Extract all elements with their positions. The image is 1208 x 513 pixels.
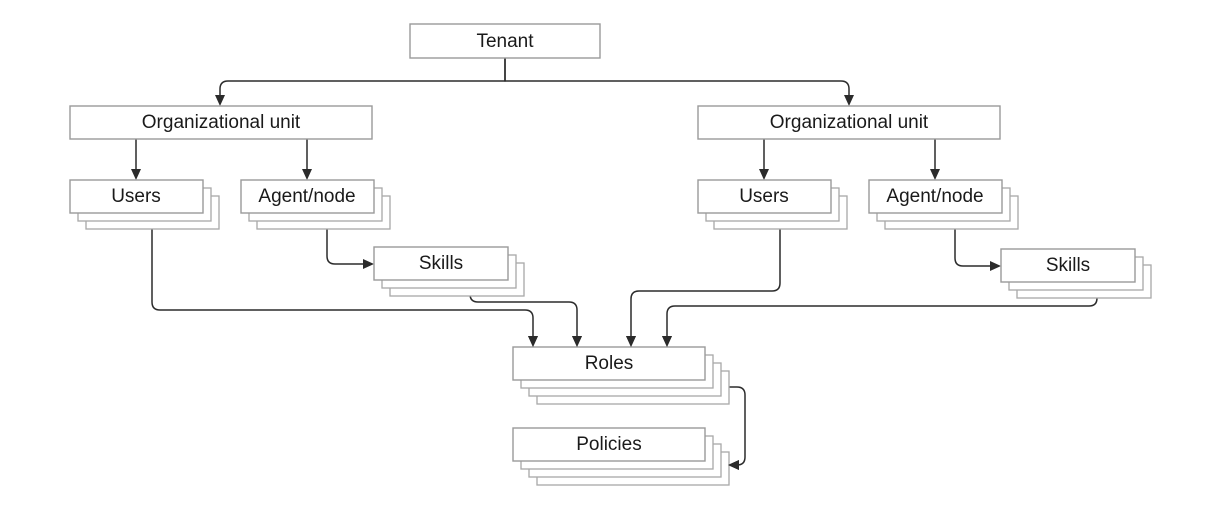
roles-box[interactable] xyxy=(512,346,706,381)
ou-right-label: Organizational unit xyxy=(770,112,929,133)
edge-ou-left-to-agent-left xyxy=(302,139,312,180)
arrowhead-icon xyxy=(572,336,582,347)
edge-tenant-to-ou-left xyxy=(215,58,506,106)
edge-skills-right-to-roles xyxy=(662,297,1098,347)
arrowhead-icon xyxy=(528,336,538,347)
ou-right-box[interactable] xyxy=(697,105,1001,140)
arrowhead-icon xyxy=(930,169,940,180)
node-agent-left[interactable]: Agent/node xyxy=(240,179,391,230)
arrowhead-icon xyxy=(759,169,769,180)
edge-tenant-to-ou-right xyxy=(504,58,854,106)
skills-left-label: Skills xyxy=(419,253,463,274)
edge-agent-left-to-skills-left xyxy=(326,229,374,269)
users-right-label: Users xyxy=(739,186,789,207)
skills-right-box[interactable] xyxy=(1000,248,1136,283)
arrowhead-icon xyxy=(215,95,225,106)
arrowhead-icon xyxy=(990,261,1001,271)
users-left-box[interactable] xyxy=(69,179,204,214)
edge-ou-right-to-agent-right xyxy=(930,139,940,180)
arrowhead-icon xyxy=(662,336,672,347)
policies-label: Policies xyxy=(576,434,641,455)
ou-left-label: Organizational unit xyxy=(142,112,301,133)
edge-agent-right-to-skills-right xyxy=(954,229,1001,271)
edge-users-right-to-roles xyxy=(626,229,781,347)
node-organizational-unit-left[interactable]: Organizational unit xyxy=(69,105,373,140)
agent-left-label: Agent/node xyxy=(258,186,355,207)
node-skills-right[interactable]: Skills xyxy=(1000,248,1152,299)
arrowhead-icon xyxy=(131,169,141,180)
arrowhead-icon xyxy=(363,259,374,269)
roles-label: Roles xyxy=(585,353,634,374)
users-right-box[interactable] xyxy=(697,179,832,214)
tenant-box[interactable] xyxy=(409,23,601,59)
node-organizational-unit-right[interactable]: Organizational unit xyxy=(697,105,1001,140)
edge-overlay-layer xyxy=(528,336,739,470)
node-agent-right[interactable]: Agent/node xyxy=(868,179,1019,230)
agent-right-box[interactable] xyxy=(868,179,1003,214)
skills-left-box[interactable] xyxy=(373,246,509,281)
tenant-label: Tenant xyxy=(476,31,534,52)
edge-skills-left-to-roles xyxy=(469,293,582,347)
arrowhead-icon xyxy=(728,460,739,470)
skills-right-label: Skills xyxy=(1046,255,1090,276)
users-left-label: Users xyxy=(111,186,161,207)
node-tenant[interactable]: Tenant xyxy=(409,23,601,59)
ou-left-box[interactable] xyxy=(69,105,373,140)
edge-ou-right-to-users-right xyxy=(759,139,769,180)
node-policies[interactable]: Policies xyxy=(512,427,730,486)
node-roles[interactable]: Roles xyxy=(512,346,730,405)
agent-left-box[interactable] xyxy=(240,179,375,214)
arrowhead-icon xyxy=(844,95,854,106)
arrowhead-icon xyxy=(302,169,312,180)
node-users-right[interactable]: Users xyxy=(697,179,848,230)
arrowhead-icon xyxy=(626,336,636,347)
edge-layer xyxy=(131,58,1098,470)
agent-right-label: Agent/node xyxy=(886,186,983,207)
edge-ou-left-to-users-left xyxy=(131,139,141,180)
node-skills-left[interactable]: Skills xyxy=(373,246,525,297)
policies-box[interactable] xyxy=(512,427,706,462)
node-users-left[interactable]: Users xyxy=(69,179,220,230)
